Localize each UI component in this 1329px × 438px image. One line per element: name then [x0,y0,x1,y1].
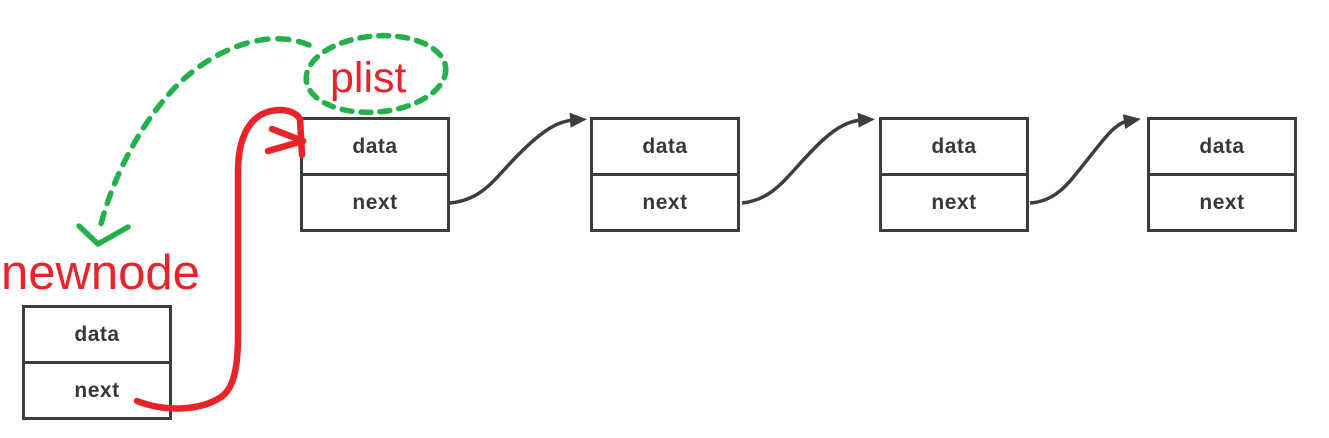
list-node-3: data next [879,117,1029,232]
next-pointer-arrow-3 [1029,114,1141,205]
plist-label: plist [330,54,407,102]
next-cell: next [1150,173,1294,229]
next-cell: next [303,173,447,229]
list-node-4: data next [1147,117,1297,232]
new-node: data next [22,305,172,420]
data-cell: data [931,134,977,158]
plist-to-newnode-arrow [98,36,312,227]
data-cell: data [352,134,398,158]
next-pointer-arrow-2 [741,112,875,205]
data-cell: data [642,134,688,158]
plist-to-newnode-arrowhead-icon [76,223,131,247]
next-cell: next [25,361,169,417]
newnode-label: newnode [1,246,200,300]
next-cell: next [593,173,737,229]
next-pointer-arrow-1 [449,112,587,205]
data-cell: data [1199,134,1245,158]
newnode-next-arrowhead-icon [264,125,307,155]
data-cell: data [74,322,120,346]
next-cell: next [882,173,1026,229]
list-node-1: data next [300,117,450,232]
list-node-2: data next [590,117,740,232]
